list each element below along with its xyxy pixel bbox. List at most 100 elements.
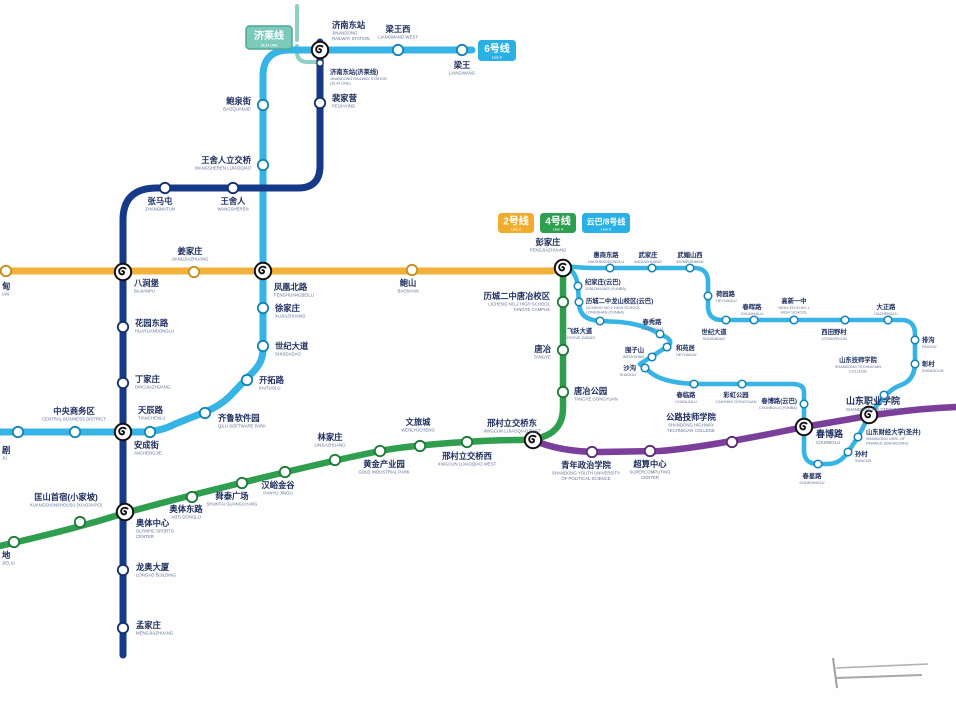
station-name-en: HANYU JINGU [263,491,292,496]
station-marker [789,315,799,325]
transfer-swirl-icon [558,262,567,272]
station: 剧JU [1,425,25,461]
station-name-en: XUJIAZHUANG [275,314,306,319]
station-name-zh: 开拓路 [259,375,285,385]
station-marker [725,435,739,449]
station-name-zh: 孟家庄 [136,620,162,630]
station-name-en: LONGAO BUILDING [136,573,177,578]
station-marker [68,425,82,439]
station-marker [73,515,87,529]
station-name-zh: 裴家营 [331,93,357,103]
station-name-zh: 邢村立交桥西 [441,451,492,461]
station-name-zh: 安成街 [134,440,160,450]
station-name-en: SUPERCOMPUTING [629,470,671,475]
station-name-zh: 惠商东路 [593,250,619,259]
station-marker [413,439,427,453]
station-marker [187,265,201,279]
station-name-zh: 春临路 [676,390,697,399]
station-marker [556,343,570,357]
station-name-en: JINANDONG RAILWAY STATION [330,77,387,81]
station-name-en: JIANGJIAZHUANG [171,257,209,262]
station-marker [313,96,327,110]
station-marker [737,379,747,389]
station-name-zh: 济南东站(济莱线) [330,67,378,76]
station-name-en: SHUNTAI GUANGCHANG [206,502,258,507]
station-name-zh: 匡山首宿(小家坡) [34,492,98,502]
station-marker [116,563,130,577]
station-name-en: JINANDONG [332,31,358,36]
station-marker [373,444,387,458]
station-name-en: SHANDONG POLYTECHNIC [846,407,902,412]
station-name-zh: 唐冶 [534,344,551,354]
station-name-zh: 中央商务区 [53,406,95,416]
badge-line2-label: 2号线 [503,215,529,228]
station-name-zh: 张马屯 [148,196,174,206]
station-name-en: FEIYUE DADAO [567,336,595,340]
station-name-en: QILU SOFTWARE PARK [218,424,266,429]
transfer-swirl-icon [315,44,324,54]
station-name-en: SHAGOU [620,373,637,377]
station-name-zh: 花园东路 [135,318,169,328]
metro-line-line2-yellow [0,264,565,275]
metro-line-line6-cyan [0,46,476,436]
station-marker [256,301,270,315]
station-name-zh: 鲍山 [400,278,417,288]
transfer-swirl-icon [799,421,808,431]
station-name-en: HUAYUANDONGLU [135,329,174,334]
station-name-en: JIJIAZHUANG (YUNBA) [585,287,627,291]
station-name-en: LIANGWANG [449,71,476,76]
station-name-zh: 丁家庄 [135,374,161,384]
station-name-zh: 邢村立交桥东 [486,418,537,428]
station-name-en: HEYUANLU [716,299,737,303]
station-marker [840,315,850,325]
station-name-zh: 武家庄 [639,250,659,259]
badge-jilai-background [245,25,293,50]
station-name-en: SUNCUN [855,459,872,463]
station-name-zh: 鲍泉街 [226,96,252,106]
transfer-swirl-icon [120,506,129,516]
badge-line4-background [540,213,576,233]
station-name-en: LIANGWANG WEST [378,35,418,40]
station-name-en: HUISHANGDONGLU [588,260,625,264]
station-name-en: CENTRAL BUSINESS DISTRICT [42,417,106,422]
station-marker [0,264,13,278]
station-name-zh: 梁王 [453,60,471,70]
station-name-zh: 地 [2,550,11,560]
station-marker [585,445,599,459]
station-marker [226,181,240,195]
station-marker [573,281,583,291]
station-marker [256,339,270,353]
station-marker [256,158,270,172]
station-name-en: CHUNLINLU [675,400,697,404]
station-name-zh: 历城二中唐冶校区 [484,291,551,301]
station-name-zh: 大正路 [877,302,897,311]
station-marker [595,316,605,326]
station-marker [655,329,665,339]
